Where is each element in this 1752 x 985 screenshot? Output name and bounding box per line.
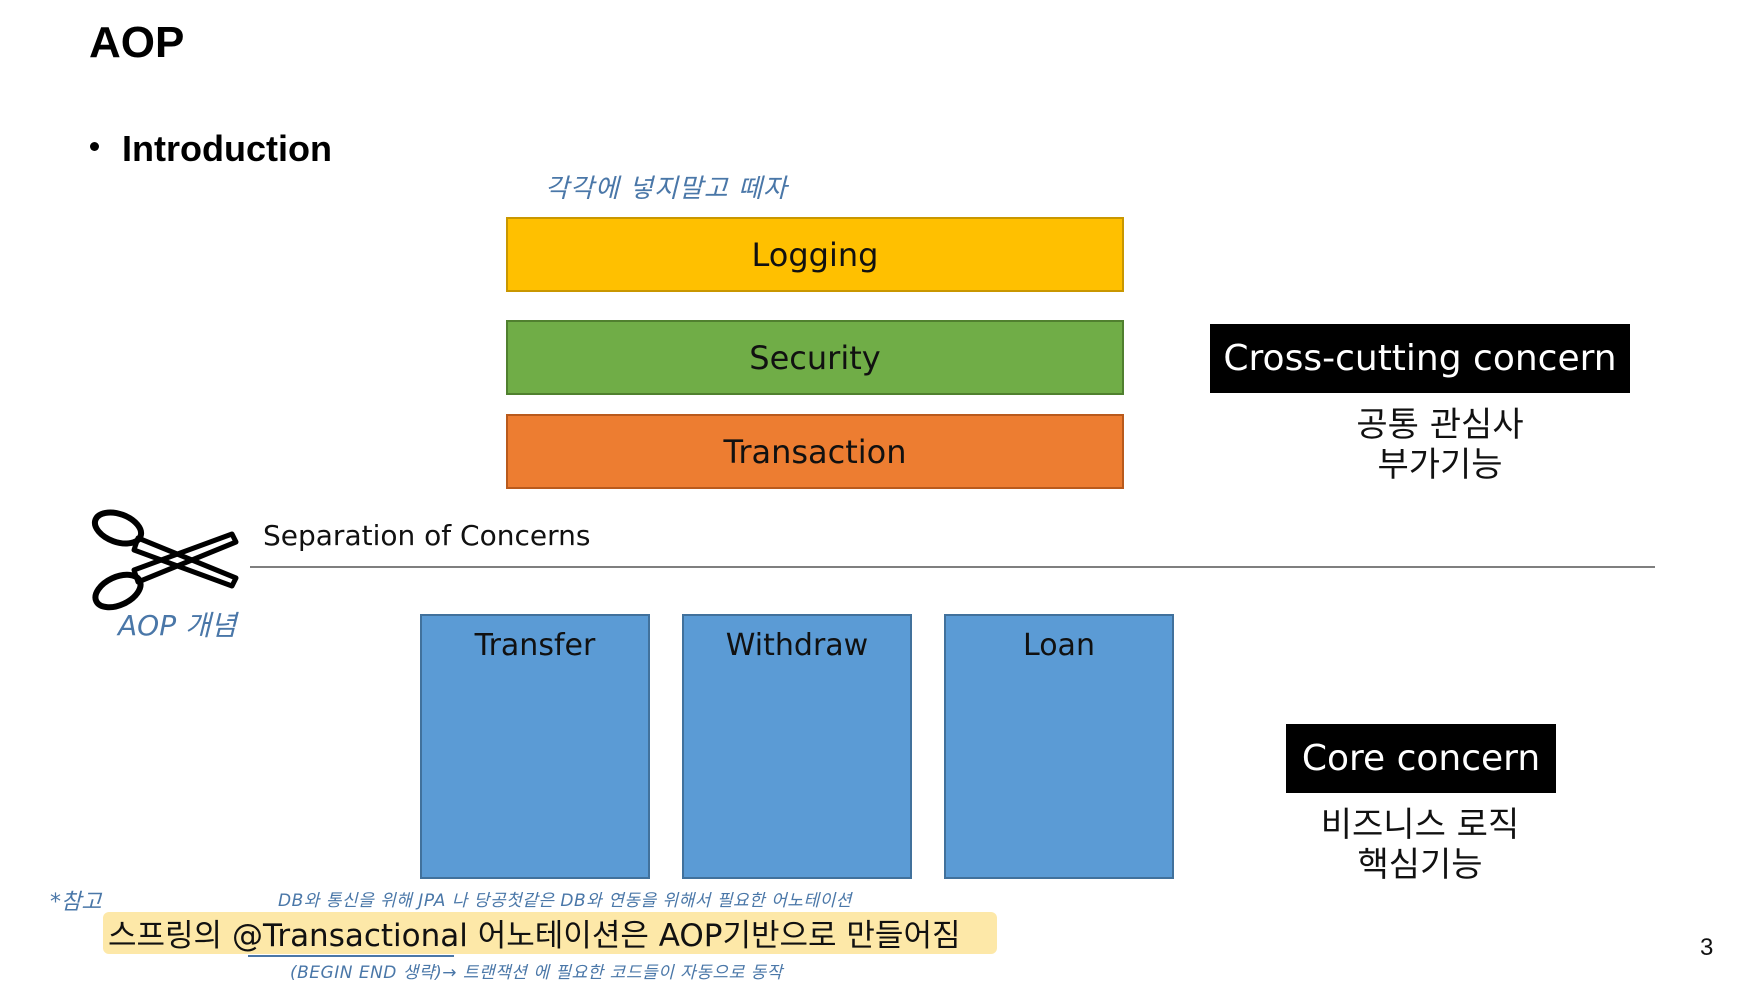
handwritten-note-db: DB와 통신을 위해 JPA 나 당공첫같은 DB와 연동을 위해서 필요한 어… — [278, 891, 852, 911]
cross-cutting-sub-line2: 부가기능 — [1377, 445, 1503, 485]
separation-divider — [250, 566, 1655, 568]
cross-cutting-sub-line1: 공통 관심사 — [1356, 405, 1524, 445]
core-concern-label: Core concern — [1286, 724, 1556, 793]
bullet-introduction: Introduction — [122, 128, 332, 169]
logging-bar: Logging — [506, 217, 1124, 292]
handwritten-aop-concept: AOP 개념 — [118, 609, 237, 642]
core-sub-line2: 핵심기능 — [1357, 845, 1483, 885]
cross-cutting-subtitle: 공통 관심사 부가기능 — [1300, 405, 1580, 485]
handwritten-star-note: *참고 — [50, 890, 102, 915]
handwritten-note-top: 각각에 넣지말고 떼자 — [545, 174, 788, 204]
scissors-icon — [91, 509, 239, 611]
transactional-statement: 스프링의 @Transactional 어노테이션은 AOP기반으로 만들어짐 — [108, 910, 961, 955]
slide-title: AOP — [89, 18, 185, 67]
transfer-box: Transfer — [420, 614, 650, 879]
separation-of-concerns-text: Separation of Concerns — [263, 519, 591, 552]
transaction-bar: Transaction — [506, 414, 1124, 489]
core-sub-line1: 비즈니스 로직 — [1320, 805, 1520, 845]
bullet-dot — [90, 142, 99, 151]
security-bar: Security — [506, 320, 1124, 395]
statement-prefix: 스프링의 — [108, 918, 232, 954]
core-subtitle: 비즈니스 로직 핵심기능 — [1275, 805, 1565, 885]
statement-suffix: 어노테이션은 AOP기반으로 만들어짐 — [467, 918, 961, 954]
text-highlight — [103, 912, 997, 954]
transactional-annotation-code: @Transactional — [231, 918, 468, 954]
loan-box: Loan — [944, 614, 1174, 879]
cross-cutting-concern-label: Cross-cutting concern — [1210, 324, 1630, 393]
withdraw-box: Withdraw — [682, 614, 912, 879]
handwritten-underline — [248, 955, 454, 957]
page-number: 3 — [1700, 934, 1714, 961]
handwritten-note-begin-end: (BEGIN END 생략)→ 트랜잭션 에 필요한 코드들이 자동으로 동작 — [290, 963, 783, 983]
